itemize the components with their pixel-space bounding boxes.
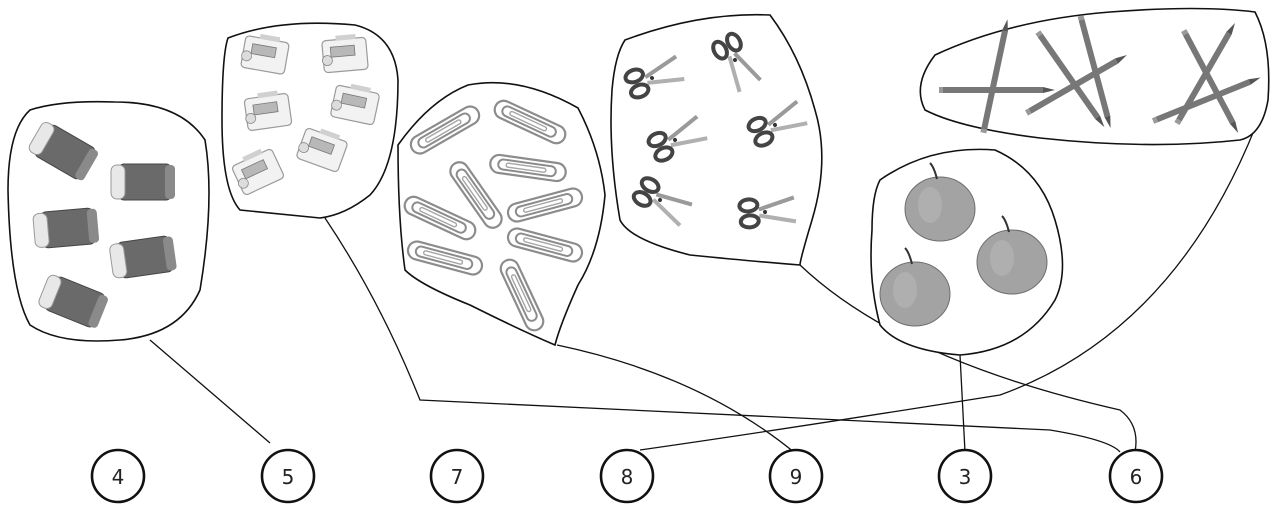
number-circle-7[interactable]: 7 [431,450,483,502]
group-scissors[interactable] [611,15,822,265]
line-apples-to-3 [960,355,965,452]
number-label: 4 [112,465,125,489]
number-circle-8[interactable]: 8 [601,450,653,502]
group-paper-clips[interactable] [398,83,605,345]
group-pencil-sharpeners[interactable] [222,23,398,218]
number-circle-4[interactable]: 4 [92,450,144,502]
eraser-icon [33,207,100,248]
group-colored-pencils[interactable] [920,9,1268,145]
line-erasers-to-5 [150,340,270,443]
number-circle-5[interactable]: 5 [262,450,314,502]
eraser-icon [111,164,175,200]
number-circle-3[interactable]: 3 [939,450,991,502]
number-label: 9 [790,465,803,489]
pencil-icon [939,87,1055,93]
group-apples[interactable] [871,149,1063,355]
number-label: 3 [959,465,972,489]
number-label: 8 [621,465,634,489]
number-label: 6 [1130,465,1143,489]
group-erasers[interactable] [8,102,209,341]
number-circle-6[interactable]: 6 [1110,450,1162,502]
line-clips-to-9 [557,345,795,453]
number-label: 7 [451,465,464,489]
number-label: 5 [282,465,295,489]
number-circle-9[interactable]: 9 [770,450,822,502]
paper-clips-outline [398,83,605,345]
number-row: 4 5 7 8 9 3 6 [92,450,1162,502]
